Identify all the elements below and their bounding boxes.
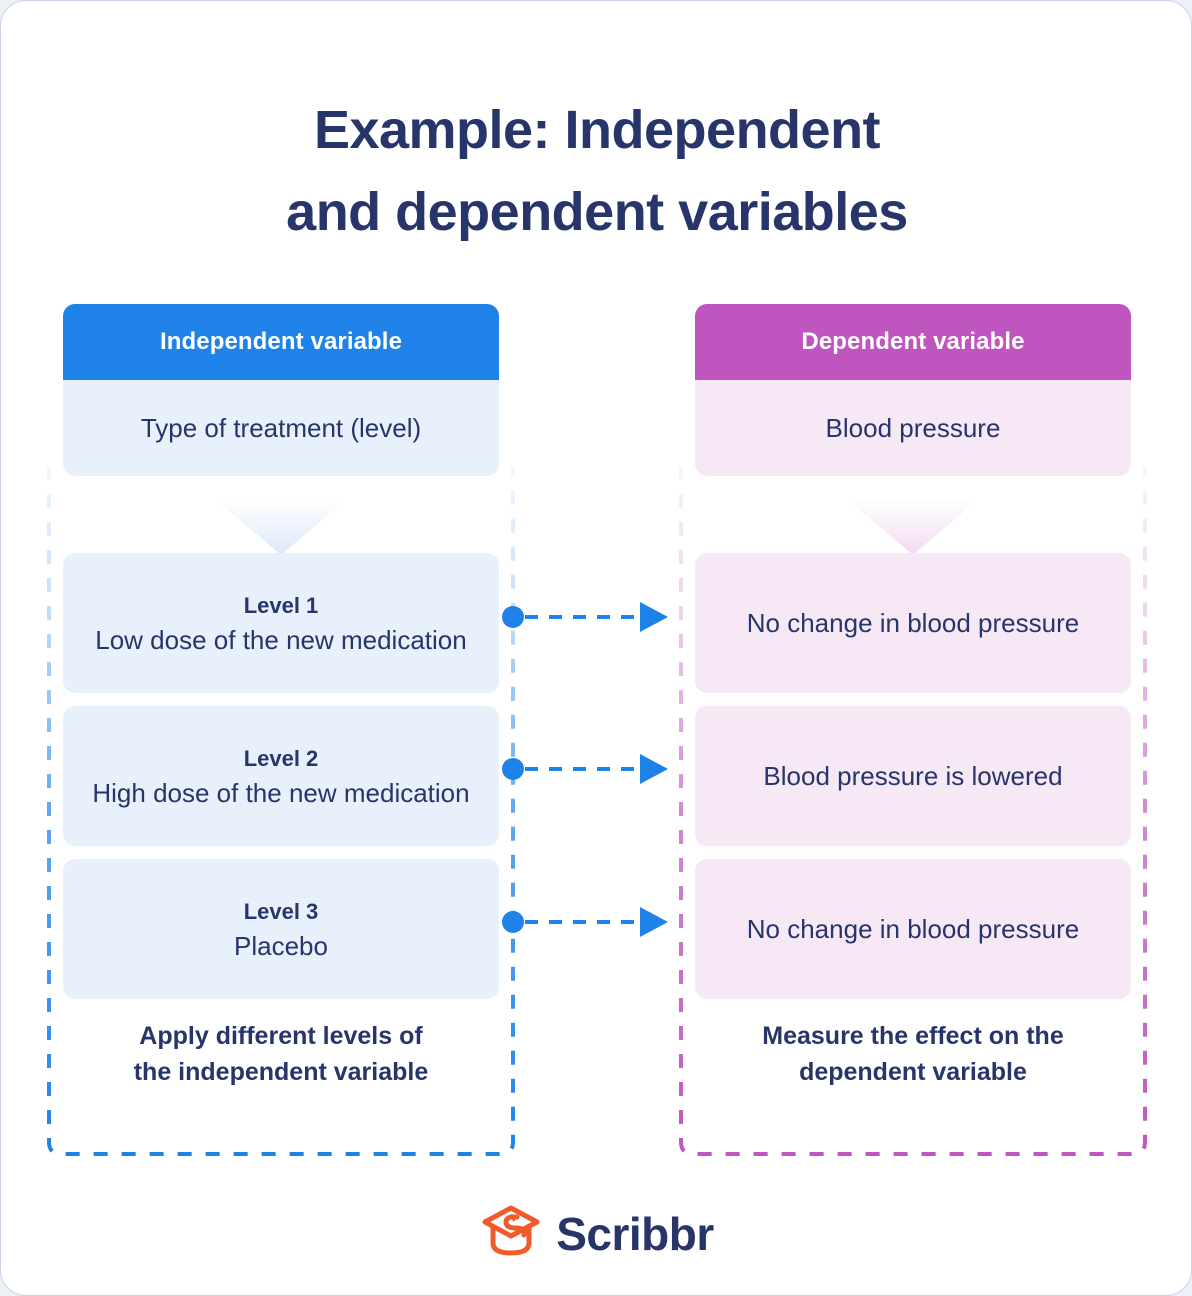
page-title-line-1: Example: Independent (313, 100, 881, 160)
dependent-caption-line-2: dependent variable (799, 1057, 1027, 1086)
level-label: Level 3 (243, 898, 319, 924)
independent-caption-line-1: Apply different levels of (139, 1022, 423, 1050)
scribbr-logo: Scribbr (1, 1203, 1191, 1264)
level-label: Level 2 (243, 745, 319, 771)
dependent-outcome-list: No change in blood pressure Blood pressu… (695, 553, 1131, 1012)
level-label: Level 1 (243, 592, 319, 618)
level-text: High dose of the new medication (92, 777, 470, 808)
scribbr-wordmark: Scribbr (556, 1207, 714, 1260)
dependent-caption-line-1: Measure the effect on the (762, 1022, 1064, 1050)
graduation-cap-icon (480, 1203, 542, 1264)
connector-arrow-level-2 (501, 751, 681, 787)
page-title: Example: Independent and dependent varia… (1, 89, 1191, 253)
list-item[interactable]: No change in blood pressure (695, 553, 1131, 693)
page-title-line-2: and dependent variables (286, 182, 908, 243)
list-item[interactable]: Blood pressure is lowered (695, 706, 1131, 846)
list-item[interactable]: Level 3 Placebo (63, 859, 499, 999)
list-item[interactable]: No change in blood pressure (695, 859, 1131, 999)
level-text: Low dose of the new medication (95, 624, 467, 655)
independent-variable-column: Independent variable Type of treatment (… (63, 304, 499, 1086)
independent-caption-line-2: the independent variable (133, 1057, 429, 1086)
independent-level-list: Level 1 Low dose of the new medication L… (63, 553, 499, 1012)
dependent-variable-header: Dependent variable (695, 304, 1131, 380)
independent-variable-header: Independent variable (63, 304, 499, 380)
independent-variable-header-label: Independent variable (159, 328, 403, 355)
dependent-variable-column: Dependent variable Blood pressure No cha… (695, 304, 1131, 1086)
independent-variable-subheader-label: Type of treatment (level) (140, 412, 422, 443)
dependent-variable-subheader: Blood pressure (695, 380, 1131, 476)
dependent-variable-subheader-label: Blood pressure (825, 412, 1001, 443)
independent-variable-subheader: Type of treatment (level) (63, 380, 499, 476)
dependent-caption: Measure the effect on the dependent vari… (695, 1019, 1131, 1090)
connector-arrow-level-3 (501, 904, 681, 940)
list-item[interactable]: Level 1 Low dose of the new medication (63, 553, 499, 693)
level-text: Placebo (234, 930, 328, 961)
outcome-text: No change in blood pressure (746, 913, 1080, 944)
independent-caption: Apply different levels of the independen… (63, 1019, 499, 1090)
dependent-down-arrow-icon (847, 499, 979, 555)
independent-down-arrow-icon (215, 499, 347, 555)
dependent-variable-header-label: Dependent variable (801, 328, 1025, 355)
outcome-text: No change in blood pressure (746, 607, 1080, 638)
list-item[interactable]: Level 2 High dose of the new medication (63, 706, 499, 846)
outcome-text: Blood pressure is lowered (763, 760, 1063, 791)
connector-arrow-level-1 (501, 599, 681, 635)
